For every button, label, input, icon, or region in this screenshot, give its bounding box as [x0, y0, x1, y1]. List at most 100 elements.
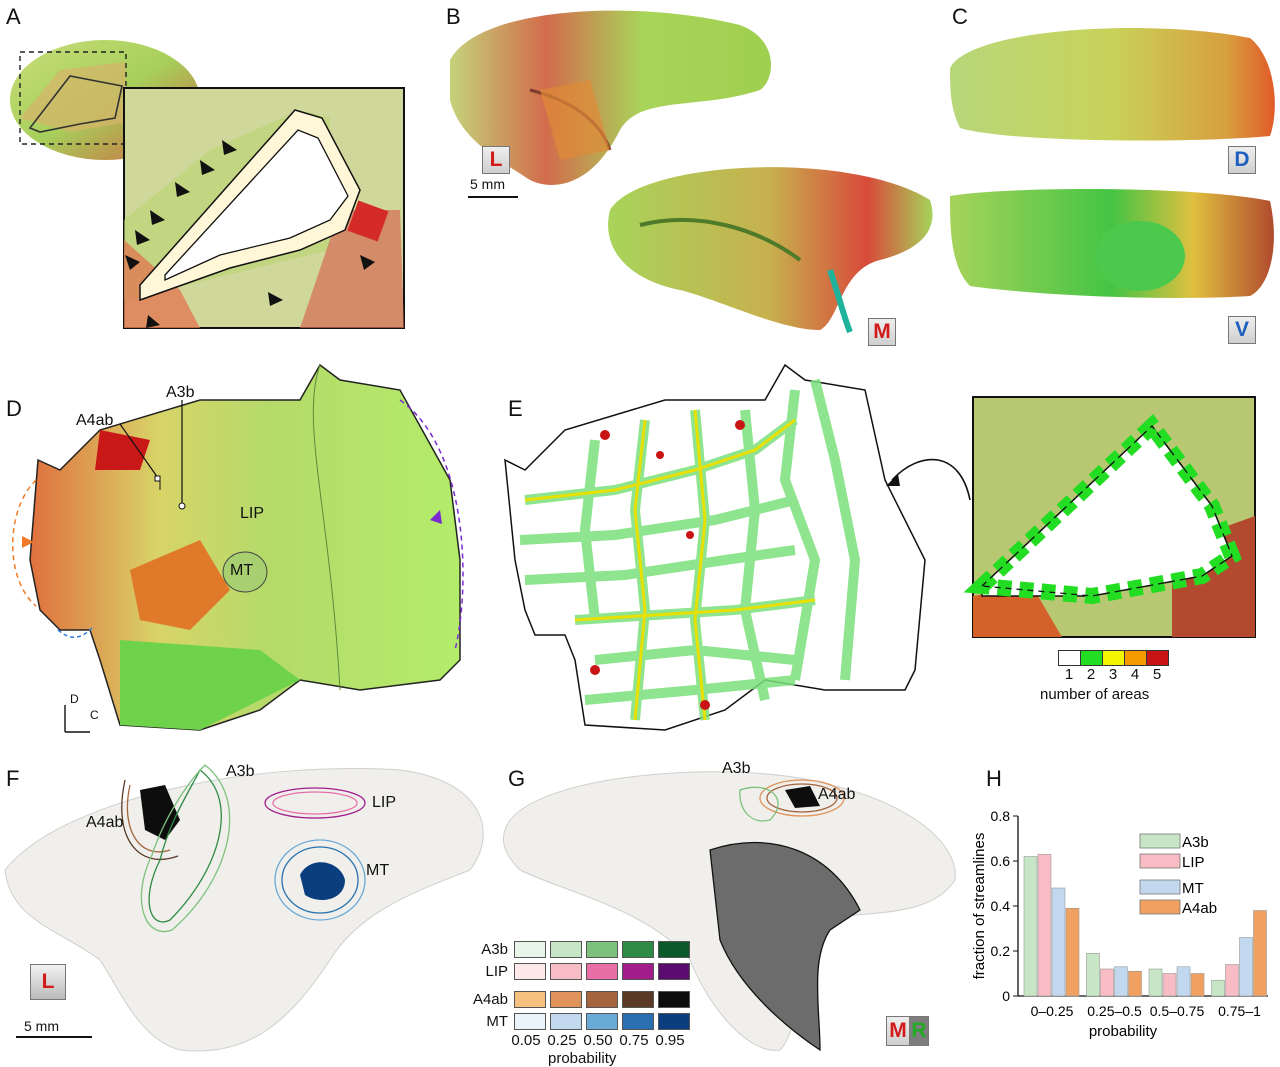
panel-e-boundary-map — [504, 363, 926, 731]
prob-swatch-a3b-005 — [514, 940, 546, 958]
panel-g-label-a4ab: A4ab — [818, 786, 856, 803]
h-legend-swatch-mt — [1139, 879, 1181, 895]
panel-a-letter: A — [6, 4, 21, 29]
h-bar-a4ab-3 — [1253, 910, 1267, 997]
h-bar-a4ab-0 — [1065, 907, 1080, 997]
prob-swatch-a4ab-095 — [658, 990, 690, 1008]
prob-legend-row-a3b: A3b — [481, 940, 508, 958]
prob-swatch-mt-075 — [622, 1012, 654, 1030]
panel-f-scale-bar — [16, 1036, 92, 1038]
prob-tick-075: 0.75 — [619, 1032, 649, 1049]
panel-h-letter: H — [986, 766, 1002, 791]
legend-swatch-2 — [1081, 651, 1103, 665]
panel-b-scale-bar — [468, 196, 518, 198]
h-bar-a3b-0 — [1023, 856, 1038, 997]
prob-swatch-mt-005 — [514, 1012, 546, 1030]
panel-d-axis-caudal: C — [90, 708, 99, 722]
h-legend-label-lip: LIP — [1182, 854, 1205, 871]
prob-swatch-mt-025 — [550, 1012, 582, 1030]
panel-d-label-a4ab: A4ab — [76, 412, 114, 429]
panel-e-zoom-inset — [963, 396, 1256, 638]
legend-swatch-3 — [1103, 651, 1125, 665]
h-legend-swatch-lip — [1139, 853, 1181, 869]
h-y-tick-label: 0 — [1002, 988, 1010, 1004]
h-x-tick-label: 0.5–0.75 — [1150, 1003, 1205, 1019]
panel-b-medial-brain — [608, 167, 933, 334]
h-x-axis-label: probability — [1089, 1023, 1158, 1040]
panel-d-axis-dorsal: D — [70, 692, 79, 706]
h-legend-swatch-a3b — [1139, 833, 1181, 849]
legend-tick-2: 2 — [1086, 666, 1096, 683]
h-y-tick-label: 0.6 — [991, 853, 1011, 869]
panel-f-orientation-cube: L — [30, 964, 66, 1000]
h-x-tick-label: 0–0.25 — [1031, 1003, 1074, 1019]
h-legend-label-mt: MT — [1182, 880, 1204, 897]
prob-legend-row-a4ab: A4ab — [472, 990, 508, 1008]
panel-f-label-a4ab: A4ab — [86, 814, 124, 831]
panel-c-dorsal-brain — [950, 28, 1275, 141]
legend-tick-1: 1 — [1064, 666, 1074, 683]
prob-swatch-lip-005 — [514, 962, 546, 980]
h-y-tick-label: 0.2 — [991, 943, 1011, 959]
panel-c-orientation-badge-v: V — [1228, 316, 1256, 344]
panel-e-pointer-arrow — [886, 458, 971, 501]
legend-tick-5: 5 — [1152, 666, 1162, 683]
panel-g-orientation-cube-m: M — [886, 1016, 910, 1046]
h-bar-mt-2 — [1176, 966, 1191, 997]
prob-swatch-a4ab-050 — [586, 990, 618, 1008]
h-bar-mt-1 — [1114, 966, 1128, 997]
panel-b-scale-label: 5 mm — [470, 176, 505, 192]
h-x-tick-label: 0.25–0.5 — [1087, 1003, 1142, 1019]
prob-swatch-a3b-050 — [586, 940, 618, 958]
legend-swatch-4 — [1125, 651, 1147, 665]
panel-d-label-mt: MT — [230, 562, 254, 579]
panel-e-legend-ticks: 1 2 3 4 5 — [1058, 666, 1168, 683]
prob-legend-row-lip: LIP — [485, 962, 508, 980]
prob-swatch-mt-050 — [586, 1012, 618, 1030]
prob-swatch-mt-095 — [658, 1012, 690, 1030]
prob-swatch-lip-025 — [550, 962, 582, 980]
prob-swatch-a3b-095 — [658, 940, 690, 958]
panel-d-flatmap — [12, 363, 464, 733]
prob-tick-025: 0.25 — [547, 1032, 577, 1049]
prob-swatch-a4ab-005 — [514, 990, 546, 1008]
h-y-axis-label: fraction of streamlines — [971, 833, 988, 980]
prob-legend-row-mt: MT — [486, 1012, 508, 1030]
prob-swatch-a4ab-025 — [550, 990, 582, 1008]
panel-d-label-a3b: A3b — [166, 384, 195, 401]
panel-g-orientation-cube-r: R — [909, 1016, 929, 1046]
h-x-tick-label: 0.75–1 — [1218, 1003, 1261, 1019]
prob-swatch-a3b-025 — [550, 940, 582, 958]
prob-swatch-lip-075 — [622, 962, 654, 980]
h-bar-a3b-3 — [1211, 979, 1225, 997]
panel-e-legend-title: number of areas — [1040, 686, 1150, 703]
h-bar-a3b-1 — [1086, 952, 1100, 997]
panel-b-lateral-brain — [450, 10, 772, 185]
panel-f-lateral-surface — [4, 764, 484, 1052]
panel-f-scale-label: 5 mm — [24, 1018, 59, 1034]
h-bar-mt-0 — [1051, 887, 1066, 997]
prob-tick-050: 0.50 — [583, 1032, 613, 1049]
h-y-tick-label: 0.4 — [991, 898, 1011, 914]
legend-tick-3: 3 — [1108, 666, 1118, 683]
panel-c-ventral-brain — [950, 189, 1274, 298]
panel-g-medial-surface — [502, 771, 956, 1052]
h-bar-a3b-2 — [1148, 968, 1163, 997]
panel-c-orientation-badge-d: D — [1228, 146, 1256, 174]
panel-b-orientation-badge-l: L — [482, 146, 510, 174]
h-legend-swatch-a4ab — [1139, 899, 1181, 915]
h-bar-lip-0 — [1037, 853, 1052, 997]
panel-e-letter: E — [508, 396, 523, 421]
panel-g-prob-legend: A3b LIP A4ab MT 0.05 0.25 0.50 0.75 0.95 — [466, 938, 690, 1067]
panel-f-label-mt: MT — [366, 862, 390, 879]
prob-swatch-lip-095 — [658, 962, 690, 980]
panel-g-letter: G — [508, 766, 526, 791]
legend-swatch-5 — [1147, 651, 1168, 665]
h-bar-lip-1 — [1100, 968, 1114, 997]
prob-legend-title: probability — [548, 1050, 617, 1067]
prob-tick-095: 0.95 — [655, 1032, 685, 1049]
legend-swatch-1 — [1059, 651, 1081, 665]
panel-b-orientation-badge-m: M — [868, 318, 896, 346]
panel-d-label-lip: LIP — [240, 505, 265, 522]
